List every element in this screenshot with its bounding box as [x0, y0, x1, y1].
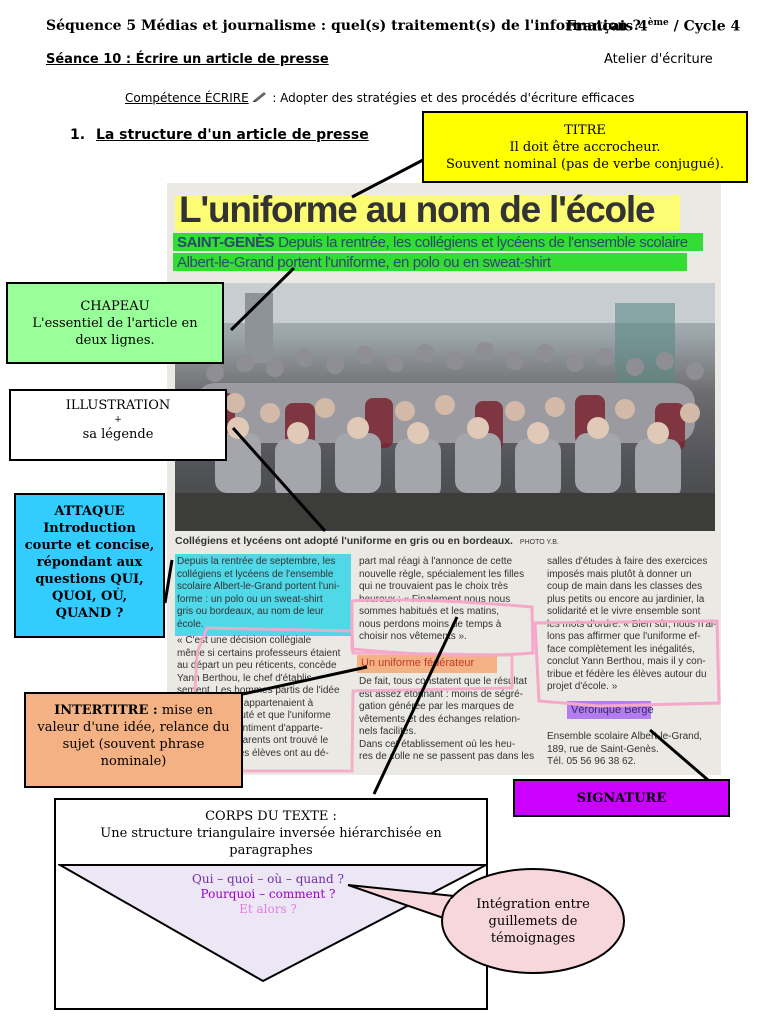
chapeau-highlight-line2	[173, 253, 687, 271]
bubble-line1: Intégration entre	[476, 897, 590, 912]
label-attaque-heading: ATTAQUE	[54, 504, 125, 519]
competence-label: Compétence ÉCRIRE	[125, 91, 249, 105]
label-attaque-line3: répondant aux	[36, 555, 143, 570]
level-label: Français 4ème / Cycle 4	[566, 18, 741, 35]
label-illustration: ILLUSTRATION + sa légende	[9, 389, 227, 461]
attaque-highlight	[175, 554, 351, 636]
intertitre-highlight	[357, 655, 497, 673]
label-chapeau-line2: deux lignes.	[75, 333, 155, 348]
label-signature: SIGNATURE	[513, 779, 730, 817]
chapeau-highlight-line1	[173, 233, 703, 251]
triangle-line3: Et alors ?	[239, 902, 297, 916]
label-titre: TITRE Il doit être accrocheur. Souvent n…	[422, 111, 748, 183]
label-intertitre-rest: mise en	[157, 703, 213, 718]
label-titre-line2: Souvent nominal (pas de verbe conjugué).	[446, 157, 724, 172]
label-intertitre-heading: INTERTITRE :	[54, 703, 158, 718]
seance-title: Séance 10 : Écrire un article de presse	[46, 52, 329, 67]
label-titre-heading: TITRE	[564, 123, 606, 138]
label-intertitre: INTERTITRE : mise en valeur d'une idée, …	[24, 692, 243, 788]
label-intertitre-line3: sujet (souvent phrase	[62, 737, 205, 752]
photo-credit: PHOTO Y.B.	[519, 539, 559, 546]
article-col2-bottom: De fait, tous constatent que le résultat…	[359, 676, 535, 762]
label-corps-heading: CORPS DU TEXTE :	[205, 809, 337, 824]
article-chapeau: SAINT-GENÈS Depuis la rentrée, les collé…	[177, 233, 705, 273]
competence-text: : Adopter des stratégies et des procédés…	[272, 91, 635, 105]
triangle-text: Qui – quoi – où – quand ? Pourquoi – com…	[58, 872, 478, 917]
article-col2-top: part mal réagi à l'annonce de cette nouv…	[359, 556, 525, 642]
atelier-label: Atelier d'écriture	[604, 52, 713, 67]
label-illustration-heading: ILLUSTRATION	[65, 398, 171, 413]
label-attaque-line1: Introduction	[43, 521, 136, 536]
label-intertitre-line4: nominale)	[100, 754, 167, 769]
label-chapeau-line1: L'essentiel de l'article en	[32, 316, 198, 331]
label-attaque-line5: QUOI, OÙ,	[51, 589, 128, 604]
label-corps-line2: paragraphes	[229, 843, 313, 858]
label-chapeau: CHAPEAU L'essentiel de l'article en deux…	[6, 282, 224, 364]
label-illustration-line1: sa légende	[82, 427, 154, 442]
competence-line: Compétence ÉCRIRE : Adopter des stratégi…	[125, 90, 635, 105]
pencil-icon	[252, 90, 268, 105]
article-chapeau-text: Depuis la rentrée, les collégiens et lyc…	[177, 234, 688, 271]
sequence-title: Séquence 5 Médias et journalisme : quel(…	[46, 18, 641, 34]
label-illustration-plus: +	[114, 415, 122, 425]
label-attaque: ATTAQUE Introduction courte et concise, …	[14, 493, 165, 638]
label-chapeau-heading: CHAPEAU	[80, 299, 150, 314]
article-attaque-text: Depuis la rentrée de septembre, les coll…	[177, 556, 340, 630]
label-attaque-line2: courte et concise,	[24, 538, 155, 553]
caption-text: Collégiens et lycéens ont adopté l'unifo…	[175, 535, 513, 547]
label-corps-line1: Une structure triangulaire inversée hiér…	[100, 826, 442, 841]
triangle-line2: Pourquoi – comment ?	[200, 887, 336, 901]
article-signature: Véronique Bergé	[571, 704, 654, 716]
section-title: La structure d'un article de presse	[95, 127, 369, 143]
article-intertitre: Un uniforme fédérateur	[361, 657, 475, 669]
bubble-text: Intégration entre guillemets de témoigna…	[448, 896, 618, 947]
section-heading: 1. La structure d'un article de presse	[70, 127, 369, 143]
bubble-line2: guillemets de	[488, 914, 578, 929]
section-number: 1.	[70, 127, 86, 143]
label-titre-line1: Il doit être accrocheur.	[509, 140, 661, 155]
label-attaque-line4: questions QUI,	[35, 572, 144, 587]
article-location: SAINT-GENÈS	[177, 234, 275, 251]
bubble-line3: témoignages	[490, 931, 576, 946]
article-headline: L'uniforme au nom de l'école	[179, 189, 656, 230]
label-intertitre-line2: valeur d'une idée, relance du	[37, 720, 230, 735]
label-intertitre-line1: INTERTITRE : mise en	[26, 702, 241, 719]
article-col3-top: salles d'études à faire des exercices im…	[547, 556, 717, 692]
newspaper-clipping: L'uniforme au nom de l'école SAINT-GENÈS…	[167, 183, 721, 775]
triangle-line1: Qui – quoi – où – quand ?	[192, 872, 344, 886]
label-attaque-line6: QUAND ?	[55, 606, 124, 621]
headline-highlight	[175, 195, 680, 231]
article-address: Ensemble scolaire Albert-le-Grand, 189, …	[547, 731, 703, 767]
article-photo	[175, 283, 715, 531]
photo-caption: Collégiens et lycéens ont adopté l'unifo…	[175, 535, 559, 547]
